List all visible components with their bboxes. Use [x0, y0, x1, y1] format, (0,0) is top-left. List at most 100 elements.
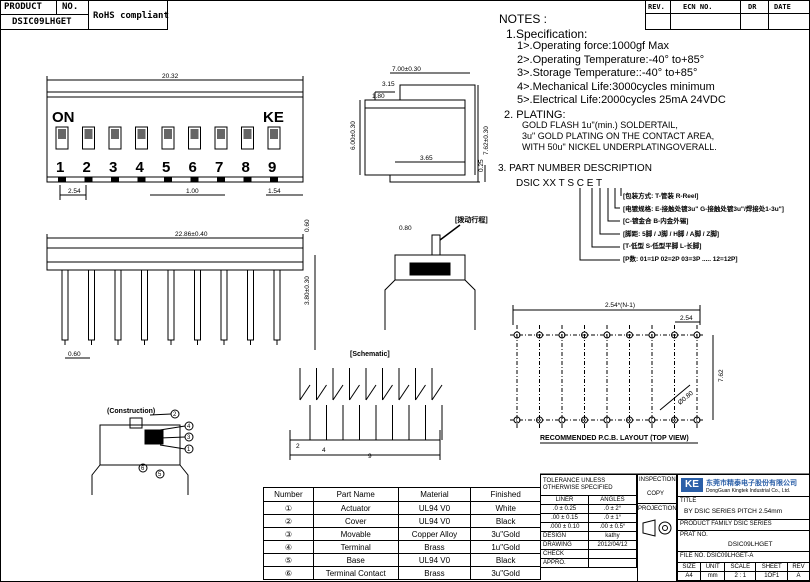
- construction-body: [99, 424, 181, 466]
- cross-section-label: [拨动行程]: [455, 215, 488, 224]
- bom-cell: Terminal: [312, 540, 399, 554]
- pin: [167, 269, 175, 341]
- dim-overall-width: 20.32: [162, 73, 179, 80]
- date-label: DATE: [774, 3, 791, 11]
- size-hdr: SCALE: [724, 562, 757, 572]
- part-desc-list: [包装方式: T-管装 R-Reel] [电镀规格: E-接触处镀3u" G-接…: [623, 191, 784, 266]
- inspection-label: INSPECTION: [639, 477, 676, 483]
- switch-slot: [108, 126, 122, 150]
- switch-number: 5: [162, 159, 170, 176]
- switch-slot: [82, 126, 95, 150]
- bom-cell: ③: [263, 527, 314, 541]
- dim-sch-9: 9: [368, 453, 372, 460]
- prat-no-label: PRAT NO.: [680, 532, 708, 538]
- switch-actuator: [137, 129, 146, 139]
- bom-cell: ①: [263, 501, 314, 515]
- prat-no-value: DSIC09LHGET: [728, 541, 773, 548]
- front-view-body: [46, 91, 304, 183]
- size-hdr: UNIT: [700, 562, 726, 572]
- dim-pin-h: 0.60: [304, 219, 311, 232]
- switch-number: 9: [268, 159, 276, 176]
- callout-4: 4: [187, 424, 191, 430]
- bom-cell: Black: [470, 514, 541, 528]
- dim-cs-w: 0.80: [399, 225, 412, 232]
- front-pin: [84, 177, 93, 182]
- product-label: PRODUCT: [4, 2, 42, 12]
- check-label: CHECK: [540, 549, 589, 559]
- title-text: BY DSIC SERIES PITCH 2.54mm: [684, 508, 783, 515]
- part-desc-item: [电镀规格: E-接触处镀3u" G-接触处镀3u"/焊接处1-3u"]: [623, 205, 784, 213]
- dim-pcb-pitch: 2.54: [680, 315, 693, 322]
- schematic-switch: [382, 384, 393, 401]
- switch-number: 1: [56, 159, 64, 176]
- dim-side-d: 0.25: [478, 159, 485, 172]
- dim-pin-len: 22.86±0.40: [175, 231, 208, 238]
- front-pin: [217, 177, 225, 182]
- schematic-switch: [316, 384, 327, 401]
- plating-item: 3u" GOLD PLATING ON THE CONTACT AREA,: [522, 131, 715, 141]
- size-hdr: REV: [787, 562, 810, 572]
- bom-cell: Base: [312, 553, 399, 567]
- plating-title: 2. PLATING:: [504, 109, 566, 121]
- dim-side-a: 3.15: [382, 81, 395, 88]
- spec-list: 1>.Operating force:1000gf Max 2>.Operati…: [517, 40, 726, 108]
- ke-label: KE: [263, 109, 284, 126]
- plating-item: WITH 50u" NICKEL UNDERPLATINGOVERALL.: [522, 142, 717, 152]
- dim-side-h2: 7.62±0.30: [483, 126, 490, 155]
- bom-header: Material: [397, 487, 472, 502]
- bom-cell: ⑤: [263, 553, 314, 567]
- side-view-body: [364, 99, 466, 176]
- title-block: KE 东莞市精泰电子股份有限公司 DongGuan Kingtek Indust…: [676, 474, 810, 582]
- size-hdr: SHEET: [755, 562, 789, 572]
- size-val: 2 : 1: [724, 571, 757, 581]
- bom-cell: ④: [263, 540, 314, 554]
- pin-view-body: [46, 247, 304, 271]
- schematic-switch: [332, 384, 344, 401]
- dim-pcb-row: 7.62: [718, 369, 725, 382]
- switch-slot: [267, 126, 281, 150]
- switch-number: 6: [189, 159, 197, 176]
- bom-cell: 3u"Gold: [470, 527, 541, 541]
- switch-number: 3: [109, 159, 117, 176]
- front-pin: [190, 177, 199, 182]
- front-pin: [270, 177, 278, 182]
- callout-2: 2: [173, 412, 177, 418]
- part-code: DSIC XX T S C E T: [516, 178, 603, 189]
- dr-label: DR: [748, 3, 757, 11]
- part-title: 3. PART NUMBER DESCRIPTION: [498, 163, 652, 174]
- bom-cell: UL94 V0: [397, 553, 472, 567]
- dim-end: 1.54: [268, 188, 281, 195]
- spec-item: 5>.Electrical Life:2000cycles 25mA 24VDC: [517, 94, 726, 106]
- part-desc-item: [T-低型 S-低型平脚 L-长脚]: [623, 243, 702, 250]
- ecn-label: ECN NO.: [683, 3, 713, 11]
- bom-cell: Terminal Contact: [312, 566, 399, 580]
- spec-item: 3>.Storage Temperature::-40° to+85°: [517, 67, 698, 79]
- tol-cell: .00 ± 0.5°: [587, 522, 638, 532]
- switch-slot: [55, 126, 69, 150]
- tol-cell: .0 ± 1°: [587, 513, 638, 523]
- pin: [141, 269, 148, 341]
- pin: [194, 269, 201, 341]
- switch-actuator: [111, 129, 119, 139]
- schematic-label: [Schematic]: [350, 351, 390, 358]
- schematic-switch: [398, 384, 410, 401]
- rev-label: REV.: [648, 3, 665, 11]
- construction-label: (Construction): [107, 408, 155, 415]
- switch-slot: [161, 126, 175, 150]
- tol-cell: .0 ± 0.25: [540, 504, 589, 514]
- size-val: mm: [700, 571, 726, 581]
- dim-pitch2: 1.00: [186, 188, 199, 195]
- tol-liner: LINER: [540, 495, 589, 505]
- schematic-switch: [415, 384, 426, 401]
- switch-slot: [135, 126, 148, 150]
- company-name-cn: 东莞市精泰电子股份有限公司: [706, 480, 797, 487]
- pin: [247, 269, 254, 341]
- dim-side-h: 6.00±0.30: [350, 121, 357, 150]
- tol-cell: .000 ± 0.10: [540, 522, 589, 532]
- tol-cell: .00 ± 0.15: [540, 513, 589, 523]
- company-name-en: DongGuan Kingtek Industrial Co., Ltd.: [706, 488, 791, 494]
- switch-actuator: [58, 129, 66, 139]
- title-label: TITLE: [680, 498, 697, 504]
- switch-number: 4: [136, 159, 145, 176]
